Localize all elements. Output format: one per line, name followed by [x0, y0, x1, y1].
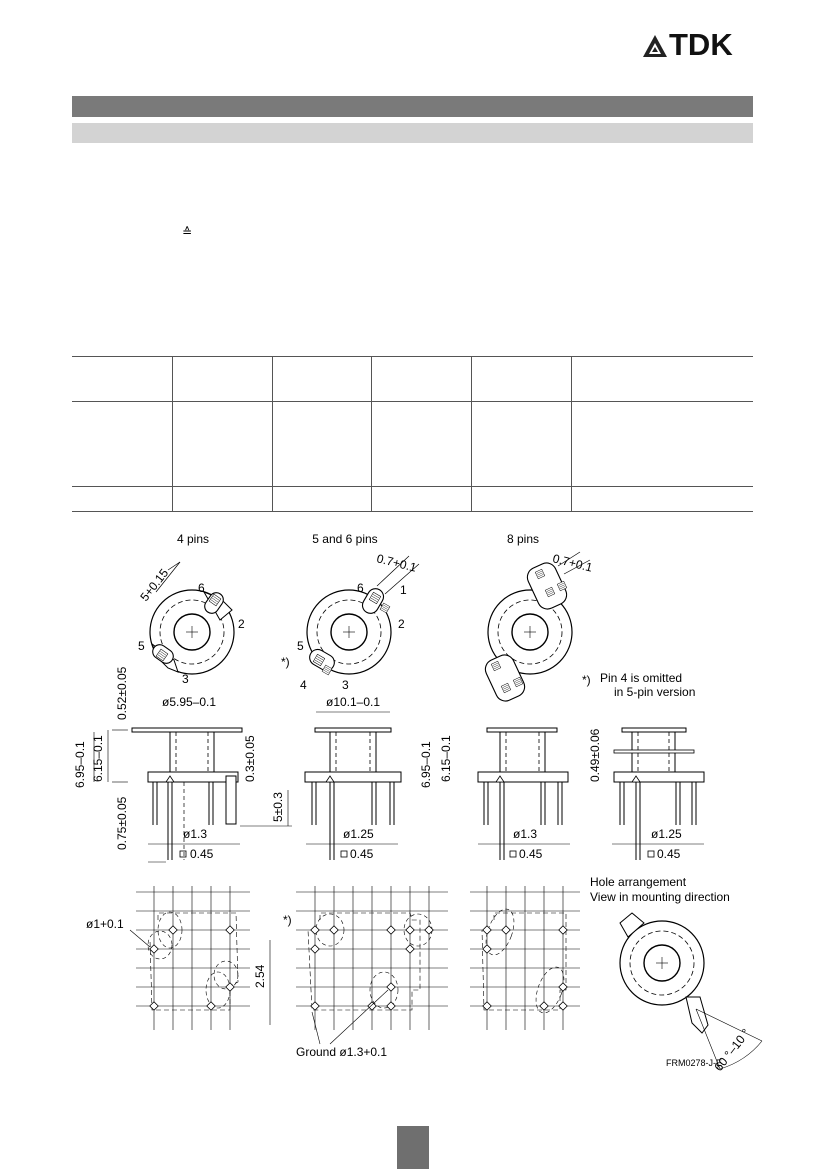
title-5-6-pins: 5 and 6 pins: [312, 532, 377, 546]
title-8-pins: 8 pins: [507, 532, 539, 546]
dim-pin-square: 0.45: [519, 847, 543, 861]
coil-former-drawing-svg: 4 pins 5 and 6 pins 8 pins 5+0.15 6 2 5 …: [73, 532, 763, 1074]
dim-hole-diameter: ø1+0.1: [86, 917, 124, 931]
dim-grid-pitch: 2.54: [253, 964, 267, 988]
hole-markers: [482, 925, 568, 1011]
square-pin-icon: [647, 850, 655, 858]
hole-arrangement-subtitle: View in mounting direction: [590, 890, 730, 904]
dim-pin-length: 5±0.3: [271, 792, 285, 822]
ground-label: Ground ø1.3+0.1: [296, 1045, 387, 1059]
dim-pin-square: 0.45: [350, 847, 374, 861]
dim-base-height: 0.75±0.05: [115, 796, 129, 850]
title-4-pins: 4 pins: [177, 532, 209, 546]
dim-plate-thickness: 0.49±0.06: [588, 728, 602, 782]
tdk-logo-icon: [643, 35, 667, 57]
pin-label: 1: [400, 583, 407, 597]
pin-label: 3: [182, 672, 189, 686]
footnote-mark: *): [582, 673, 591, 687]
dim-pin-diameter: ø1.3: [513, 827, 537, 841]
table-rule: [72, 511, 753, 512]
dim-pin-square: 0.45: [190, 847, 214, 861]
footnote-mark: *): [283, 913, 292, 927]
top-view-8-pins: [484, 551, 591, 702]
page-number-tab: [397, 1126, 429, 1169]
dim-pin-diameter: ø1.25: [343, 827, 374, 841]
table-rule: [72, 486, 753, 487]
dim-total-height: 6.95–0.1: [73, 741, 87, 788]
hole-markers: [149, 925, 235, 1011]
hole-markers: [310, 925, 434, 1011]
mounting-view: [619, 912, 763, 1070]
pin-label: 2: [398, 617, 405, 631]
pin-label: 5: [138, 639, 145, 653]
dim-pin-square: 0.45: [657, 847, 681, 861]
dim-winding-height-8: 6.15–0.1: [439, 735, 453, 782]
corresponds-symbol: ≙: [182, 225, 193, 239]
dim-base-thickness: 0.3±0.05: [243, 735, 257, 782]
side-view-4-pins: [131, 727, 243, 860]
dim-winding-height: 6.15–0.1: [91, 735, 105, 782]
square-pin-icon: [179, 850, 187, 858]
top-view-5-6-pins: [306, 555, 420, 676]
side-view-right: [613, 727, 705, 860]
table-rule: [72, 356, 753, 357]
footnote-line-1: Pin 4 is omitted: [600, 671, 682, 685]
table-column-rule: [571, 356, 572, 512]
hole-arrangement-title: Hole arrangement: [590, 875, 687, 889]
table-rule: [72, 401, 753, 402]
specification-table: [72, 356, 753, 512]
section-header-bar: [72, 96, 753, 117]
dimension-drawing: 4 pins 5 and 6 pins 8 pins 5+0.15 6 2 5 …: [0, 520, 826, 1080]
pin-label: 4: [300, 678, 307, 692]
pin-label: 6: [357, 581, 364, 595]
dim-diameter-4: ø5.95–0.1: [162, 695, 216, 709]
dim-pin-diameter: ø1.3: [183, 827, 207, 841]
table-column-rule: [272, 356, 273, 512]
subsection-header-bar: [72, 123, 753, 143]
table-column-rule: [471, 356, 472, 512]
square-pin-icon: [509, 850, 517, 858]
pin-label: 3: [342, 678, 349, 692]
dim-pin-diameter: ø1.25: [651, 827, 682, 841]
dim-pin-width-5-6: 0.7+0.1: [375, 551, 418, 574]
pin-label: 5: [297, 639, 304, 653]
pin-label: 6: [198, 581, 205, 595]
dim-total-height-8: 6.95–0.1: [419, 741, 433, 788]
dim-flange-thickness: 0.52±0.05: [115, 666, 129, 720]
table-column-rule: [172, 356, 173, 512]
pin-label: 2: [238, 617, 245, 631]
figure-code: FRM0278-J-E: [666, 1058, 722, 1068]
square-pin-icon: [340, 850, 348, 858]
top-view-4-pins: [149, 561, 235, 675]
table-column-rule: [371, 356, 372, 512]
dim-pin-width-8: 0.7+0.1: [551, 551, 594, 574]
side-view-8-pins: [477, 727, 569, 860]
brand-name: TDK: [669, 27, 733, 62]
side-view-5-6-pins: [304, 727, 402, 860]
footnote-mark: *): [281, 655, 290, 669]
dim-diameter-5-6: ø10.1–0.1: [326, 695, 380, 709]
footnote-line-2: in 5-pin version: [614, 685, 695, 699]
